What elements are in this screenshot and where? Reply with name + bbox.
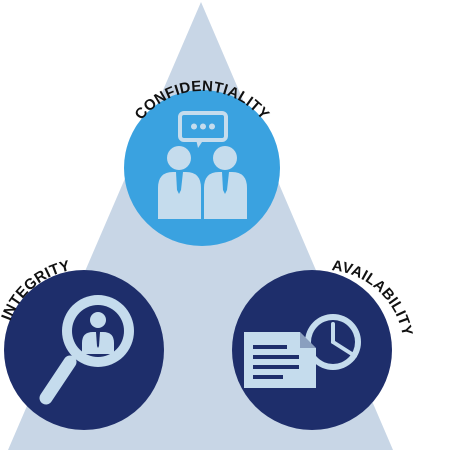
document-clock-icon <box>244 314 361 388</box>
integrity-node: INTEGRITY <box>0 257 164 430</box>
confidentiality-node: CONFIDENTIALITY <box>124 78 280 246</box>
conversation-icon <box>158 111 247 219</box>
magnifier-person-icon <box>39 295 134 405</box>
